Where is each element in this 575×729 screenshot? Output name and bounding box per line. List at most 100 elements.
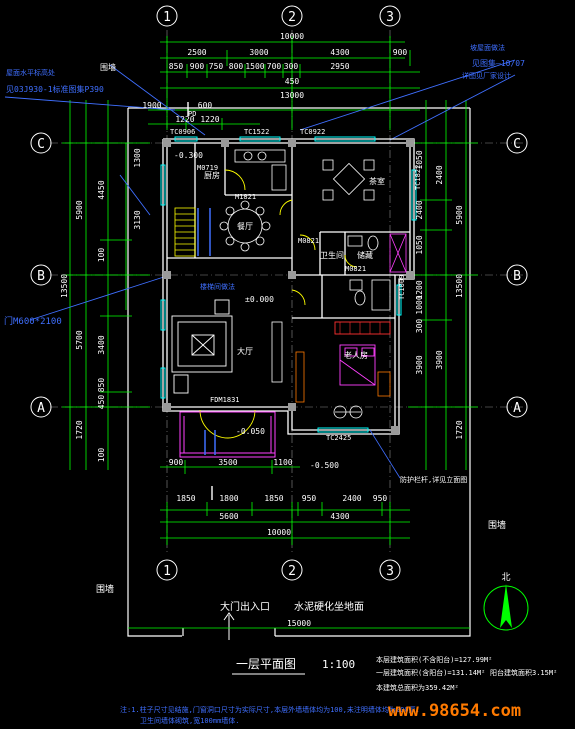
dim-right-sub-2400: 2400 (435, 165, 444, 184)
level-yard: -0.500 (310, 461, 339, 470)
note-roof-2c: 详图见厂家设计 (462, 71, 511, 80)
tag-m1821: M1821 (235, 193, 256, 201)
dim-top-750: 750 (209, 62, 224, 71)
dim-bot-1850a: 1850 (176, 494, 195, 503)
tag-tc1009: TC1009 (398, 275, 406, 300)
annotations: 屋面水平标高处 见03J930-1标准图集P390 坡屋面做法 见图集—10/0… (6, 43, 525, 291)
room-dining: 餐厅 (237, 222, 253, 231)
room-tea: 茶室 (369, 176, 385, 186)
door-spec-note: 门M600*2100 (4, 315, 62, 327)
dim-top-800: 800 (229, 62, 244, 71)
yard-label: 水泥硬化坐地面 (294, 600, 364, 613)
notes-line-1: 注:1.柱子尺寸见结施,门窗洞口尺寸为实际尺寸,本层外墙墙体均为100,未注明墙… (120, 705, 420, 714)
dim-right-1050b: 1050 (415, 235, 424, 254)
drawing-title: 一层平面图 (236, 657, 296, 671)
dim-right-300: 300 (415, 319, 424, 334)
dim-bot-4300: 4300 (330, 512, 349, 521)
watermark: www.98654.com (388, 701, 521, 721)
dim-top-450: 450 (285, 77, 300, 86)
axis-a-left: A (37, 401, 45, 416)
dim-right-3900: 3900 (415, 355, 424, 374)
dim-bot-2400: 2400 (342, 494, 361, 503)
dim-bot-3500: 3500 (218, 458, 237, 467)
dim-left-1300: 1300 (133, 148, 142, 167)
tag-pd: PD (188, 110, 196, 118)
site-wall (127, 107, 471, 637)
tag-fdm1831: FDM1831 (210, 396, 240, 404)
note-roof-1a: 屋面水平标高处 (6, 68, 55, 77)
note-railing: 防护栏杆,详见立面图 (400, 475, 467, 484)
dim-top-2950: 2950 (330, 62, 349, 71)
axis-labels: 1 2 3 1 2 3 C B A C B A (37, 10, 521, 579)
dim-left-850: 850 (97, 378, 106, 393)
wall-label-top: 围墙 (100, 62, 116, 72)
dim-left-3400: 3400 (97, 335, 106, 354)
axis-2-top: 2 (288, 10, 296, 25)
note-stair: 楼梯间做法 (200, 282, 235, 291)
dim-right-sub-5900: 5900 (455, 205, 464, 224)
dim-top-2500: 2500 (187, 48, 206, 57)
gate-label: 大门出入口 (220, 600, 270, 613)
elder-cabinet (339, 322, 381, 334)
section-marks (187, 102, 213, 500)
dim-top-1900: 1900 (142, 101, 161, 110)
dim-left-4450: 4450 (97, 180, 106, 199)
elder-table (333, 405, 363, 419)
note-roof-2b: 见图集—10/07 (472, 58, 525, 68)
north-label: 北 (501, 572, 510, 583)
dim-top-850: 850 (169, 62, 184, 71)
room-kitchen: 厨房 (204, 170, 220, 180)
axis-1-bottom: 1 (163, 564, 171, 579)
dim-top-4300: 4300 (330, 48, 349, 57)
dim-bot-1850b: 1850 (264, 494, 283, 503)
axis-a-right: A (513, 401, 521, 416)
area-summary: 本层建筑面积(不含阳台)=127.99M² 一层建筑面积(含阳台)=131.14… (376, 655, 557, 692)
tv-cabinet (271, 321, 283, 383)
dim-right-1200: 1200 (415, 280, 424, 299)
dim-bot-1100: 1100 (273, 458, 292, 467)
elder-dresser (377, 371, 391, 397)
room-living: 大厅 (237, 346, 253, 356)
axis-c-left: C (37, 137, 45, 152)
dim-text-top: 10000 2500 3000 4300 900 850 900 750 800… (142, 32, 407, 124)
tag-tc0922: TC0922 (300, 128, 325, 136)
elder-bed (334, 321, 391, 386)
axis-1-top: 1 (163, 10, 171, 25)
dim-bot-15000: 15000 (287, 619, 311, 628)
doors (199, 169, 358, 439)
dim-right-13500: 13500 (455, 274, 464, 298)
room-bath: 卫生间 (320, 250, 344, 260)
dim-left-5700: 5700 (75, 330, 84, 349)
dim-left-13500: 13500 (60, 274, 69, 298)
dim-top-1500: 1500 (245, 62, 264, 71)
bath-fixtures (347, 233, 407, 273)
wardrobe (295, 351, 305, 403)
columns (163, 139, 414, 434)
dim-right-sub-1720: 1720 (455, 420, 464, 439)
dim-top-1220a: 1220 (175, 115, 194, 124)
windows (160, 136, 417, 433)
dim-left-450: 450 (97, 395, 106, 410)
dim-bot-5600: 5600 (219, 512, 238, 521)
stair-rail (197, 208, 211, 256)
dim-top-900b: 900 (190, 62, 205, 71)
axis-b-right: B (513, 269, 521, 284)
dimension-lines (62, 36, 478, 629)
dim-text-left: 13500 5900 5700 1720 4450 3130 1300 100 … (60, 148, 142, 462)
dim-text-right: 13500 1050 2400 1050 1200 1000 300 3900 … (415, 150, 464, 439)
bath2-fixtures (349, 279, 391, 311)
area-line-1: 本层建筑面积(不含阳台)=127.99M² (376, 655, 492, 664)
tag-m0719: M0719 (197, 164, 218, 172)
dim-right-1000: 1000 (415, 295, 424, 314)
dim-bot-10000: 10000 (267, 528, 291, 537)
dim-left-100b: 100 (97, 448, 106, 463)
gate-arrow-head (223, 612, 235, 621)
tag-tc1822: TC1822 (414, 165, 422, 190)
dim-top-300: 300 (284, 62, 299, 71)
wall-label-left: 围墙 (96, 583, 114, 595)
room-store: 储藏 (357, 250, 373, 260)
dim-top-3000: 3000 (249, 48, 268, 57)
level-marks: -0.300 ±0.000 -0.050 -0.500 (174, 151, 339, 470)
